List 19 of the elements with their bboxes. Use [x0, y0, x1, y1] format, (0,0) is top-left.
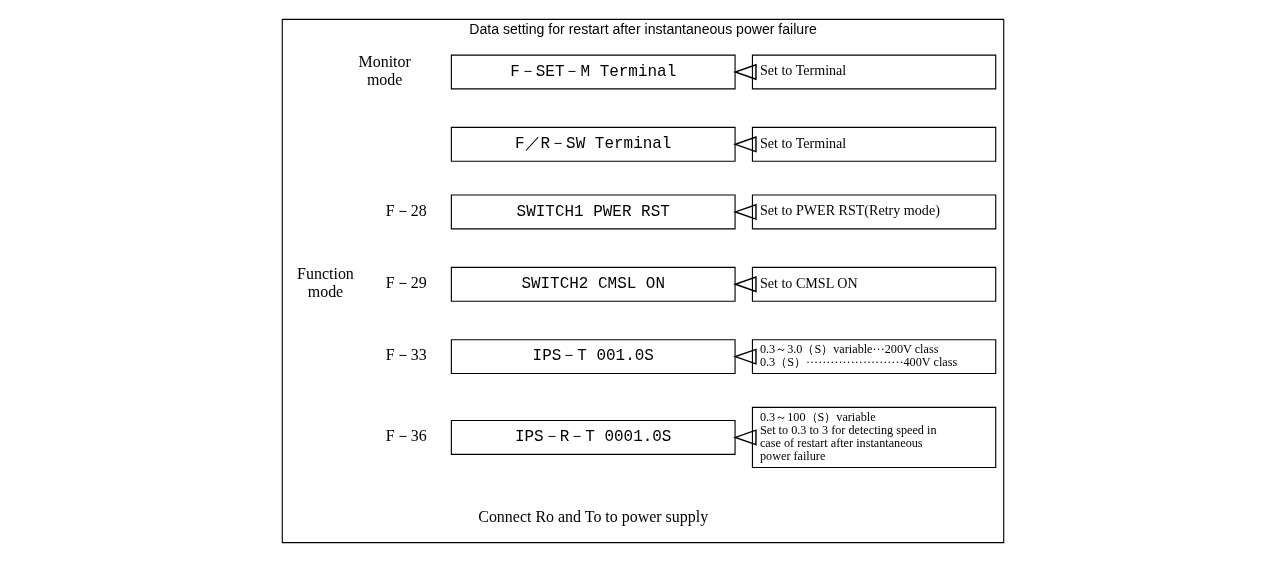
node-box: F／R－SW Terminal — [450, 126, 736, 162]
node-box: IPS－R－T 0001.0S — [450, 419, 736, 455]
arrow — [732, 348, 757, 365]
arrow — [732, 276, 757, 293]
arrow — [732, 136, 757, 153]
node-box: SWITCH2 CMSL ON — [450, 266, 736, 302]
label: F－28 — [385, 201, 427, 219]
label: Function mode — [296, 265, 354, 301]
arrow — [732, 63, 757, 81]
label: Monitor mode — [358, 52, 411, 88]
node-box: IPS－T 001.0S — [450, 339, 736, 375]
label: Connect Ro and To to power supply — [477, 508, 708, 526]
arrow — [732, 429, 757, 446]
arrow — [732, 203, 757, 221]
node-box: F－SET－M Terminal — [450, 54, 736, 90]
label: F－36 — [385, 427, 427, 445]
node-box: SWITCH1 PWER RST — [450, 194, 736, 230]
label: F－29 — [385, 274, 427, 292]
label: F－33 — [385, 346, 427, 364]
